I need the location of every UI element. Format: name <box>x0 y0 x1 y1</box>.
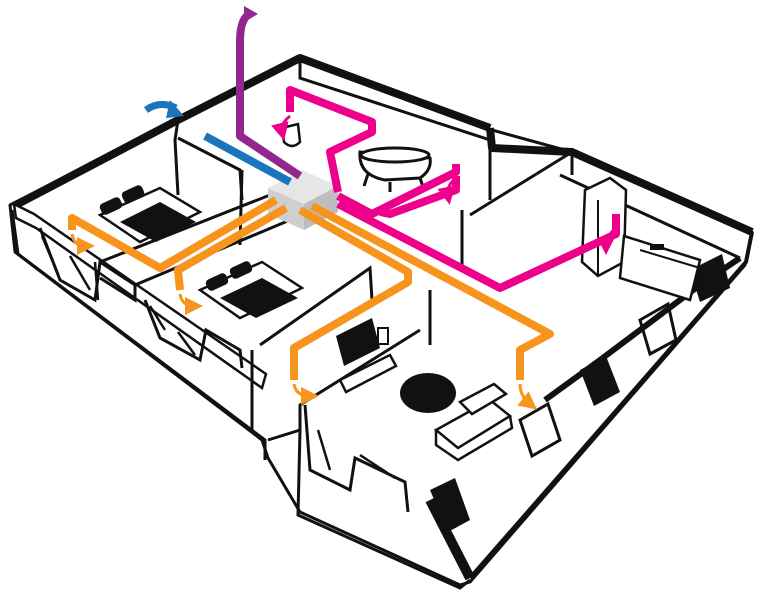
supply-arrow-icon <box>517 383 538 410</box>
building-shell <box>8 54 754 590</box>
window-bedroom-2 <box>143 299 244 369</box>
interior-walls <box>99 58 741 442</box>
extract-arrow-icon <box>437 176 457 205</box>
bed-icon <box>97 185 203 244</box>
kitchen-icon <box>580 176 702 302</box>
window-living-front <box>303 404 410 513</box>
outer-wall-front-left <box>10 209 267 460</box>
window-right-4 <box>638 301 678 357</box>
outer-wall-front-right <box>296 429 471 590</box>
sofa-icon <box>433 382 514 462</box>
supply-air-ducts <box>68 196 554 380</box>
exhaust-outlet-arrow-icon <box>236 6 258 43</box>
window-right-2 <box>518 401 562 459</box>
bed-icon <box>197 260 305 320</box>
rug-icon <box>400 373 456 413</box>
supply-arrow-icon <box>70 233 95 255</box>
extract-arrow-icon <box>597 226 617 255</box>
outer-wall-right <box>468 231 754 580</box>
tv-icon <box>336 318 398 394</box>
extract-air-ducts <box>286 86 620 292</box>
window-right-1 <box>430 478 470 532</box>
extract-arrow-icon <box>271 114 291 141</box>
supply-arrow-icon <box>178 293 203 315</box>
fresh-air-intake-arrow-icon <box>143 100 184 118</box>
exhaust-air-duct <box>236 40 303 180</box>
fresh-air-duct <box>203 132 292 186</box>
toilet-icon <box>280 122 302 148</box>
supply-arrow-icon <box>292 383 319 405</box>
outer-wall-right-top <box>486 127 754 236</box>
bathtub-icon <box>358 146 432 192</box>
